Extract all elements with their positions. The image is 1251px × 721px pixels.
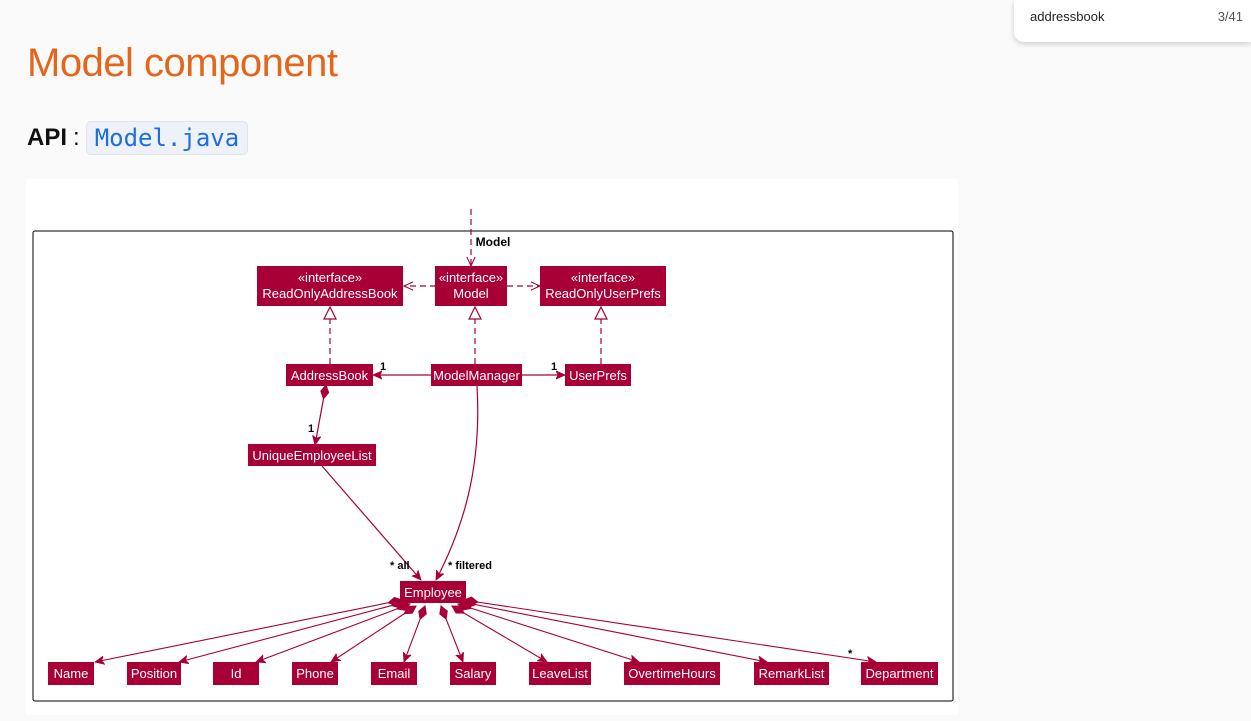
mult-filtered: * filtered [448, 560, 492, 572]
overtimehours-label: OvertimeHours [628, 666, 716, 681]
stereotype-label: «interface» [298, 270, 362, 285]
addressbook-label: AddressBook [291, 368, 369, 383]
api-label: API [27, 124, 68, 151]
node-position: Position [127, 662, 181, 685]
remarklist-label: RemarkList [759, 666, 825, 681]
api-separator: : [73, 124, 80, 151]
find-bar[interactable]: addressbook 3/41 [1014, 0, 1251, 42]
node-name: Name [48, 662, 94, 685]
node-readonlyuserprefs: «interface» ReadOnlyUserPrefs [540, 266, 666, 306]
node-remarklist: RemarkList [754, 662, 829, 685]
edge-employee-email [404, 606, 425, 662]
salary-label: Salary [455, 666, 492, 681]
find-match-count: 3/41 [1217, 9, 1243, 24]
node-phone: Phone [292, 662, 338, 685]
department-label: Department [866, 666, 934, 681]
mult-all: * all [390, 560, 410, 572]
edge-addressbook-uniqueemployeelist [315, 385, 326, 445]
edge-employee-department [464, 600, 876, 662]
edge-employee-phone [331, 606, 416, 662]
userprefs-label: UserPrefs [569, 368, 627, 383]
model-package-frame [32, 230, 954, 702]
mult-userprefs: 1 [551, 361, 557, 373]
node-addressbook: AddressBook [286, 364, 373, 386]
mult-uniqueemployeelist: 1 [308, 423, 314, 435]
node-uniqueemployeelist: UniqueEmployeeList [248, 444, 376, 466]
readonlyaddressbook-label: ReadOnlyAddressBook [262, 286, 398, 301]
model-class-diagram: Model «interface» ReadOnlyAddressBook «i [26, 179, 958, 715]
edge-modelmanager-employee [435, 385, 479, 580]
node-model: «interface» Model [435, 266, 507, 306]
node-userprefs: UserPrefs [565, 364, 631, 386]
node-employee: Employee [400, 581, 466, 603]
edge-uniqueemployeelist-employee [321, 465, 421, 580]
mult-addressbook: 1 [380, 361, 386, 373]
node-leavelist: LeaveList [529, 662, 591, 685]
node-readonlyaddressbook: «interface» ReadOnlyAddressBook [257, 266, 403, 306]
page-title: Model component [27, 41, 338, 85]
node-department: Department [861, 662, 938, 685]
node-overtimehours: OvertimeHours [624, 662, 720, 685]
leavelist-label: LeaveList [532, 666, 588, 681]
node-modelmanager: ModelManager [431, 364, 522, 386]
stereotype-label: «interface» [571, 270, 635, 285]
uniqueemployeelist-label: UniqueEmployeeList [252, 448, 372, 463]
phone-label: Phone [296, 666, 334, 681]
employee-label: Employee [404, 585, 462, 600]
node-id: Id [213, 662, 259, 685]
email-label: Email [378, 666, 411, 681]
model-package-label: Model [476, 235, 511, 249]
stereotype-label: «interface» [439, 270, 503, 285]
id-label: Id [231, 666, 242, 681]
find-query[interactable]: addressbook [1030, 9, 1105, 24]
model-label: Model [453, 286, 489, 301]
node-email: Email [371, 662, 417, 685]
mult-department: * [848, 648, 853, 660]
position-label: Position [131, 666, 177, 681]
modelmanager-label: ModelManager [433, 368, 520, 383]
node-salary: Salary [450, 662, 496, 685]
readonlyuserprefs-label: ReadOnlyUserPrefs [545, 286, 661, 301]
name-label: Name [54, 666, 89, 681]
model-java-link[interactable]: Model.java [85, 121, 249, 155]
api-line: API : Model.java [27, 121, 249, 155]
